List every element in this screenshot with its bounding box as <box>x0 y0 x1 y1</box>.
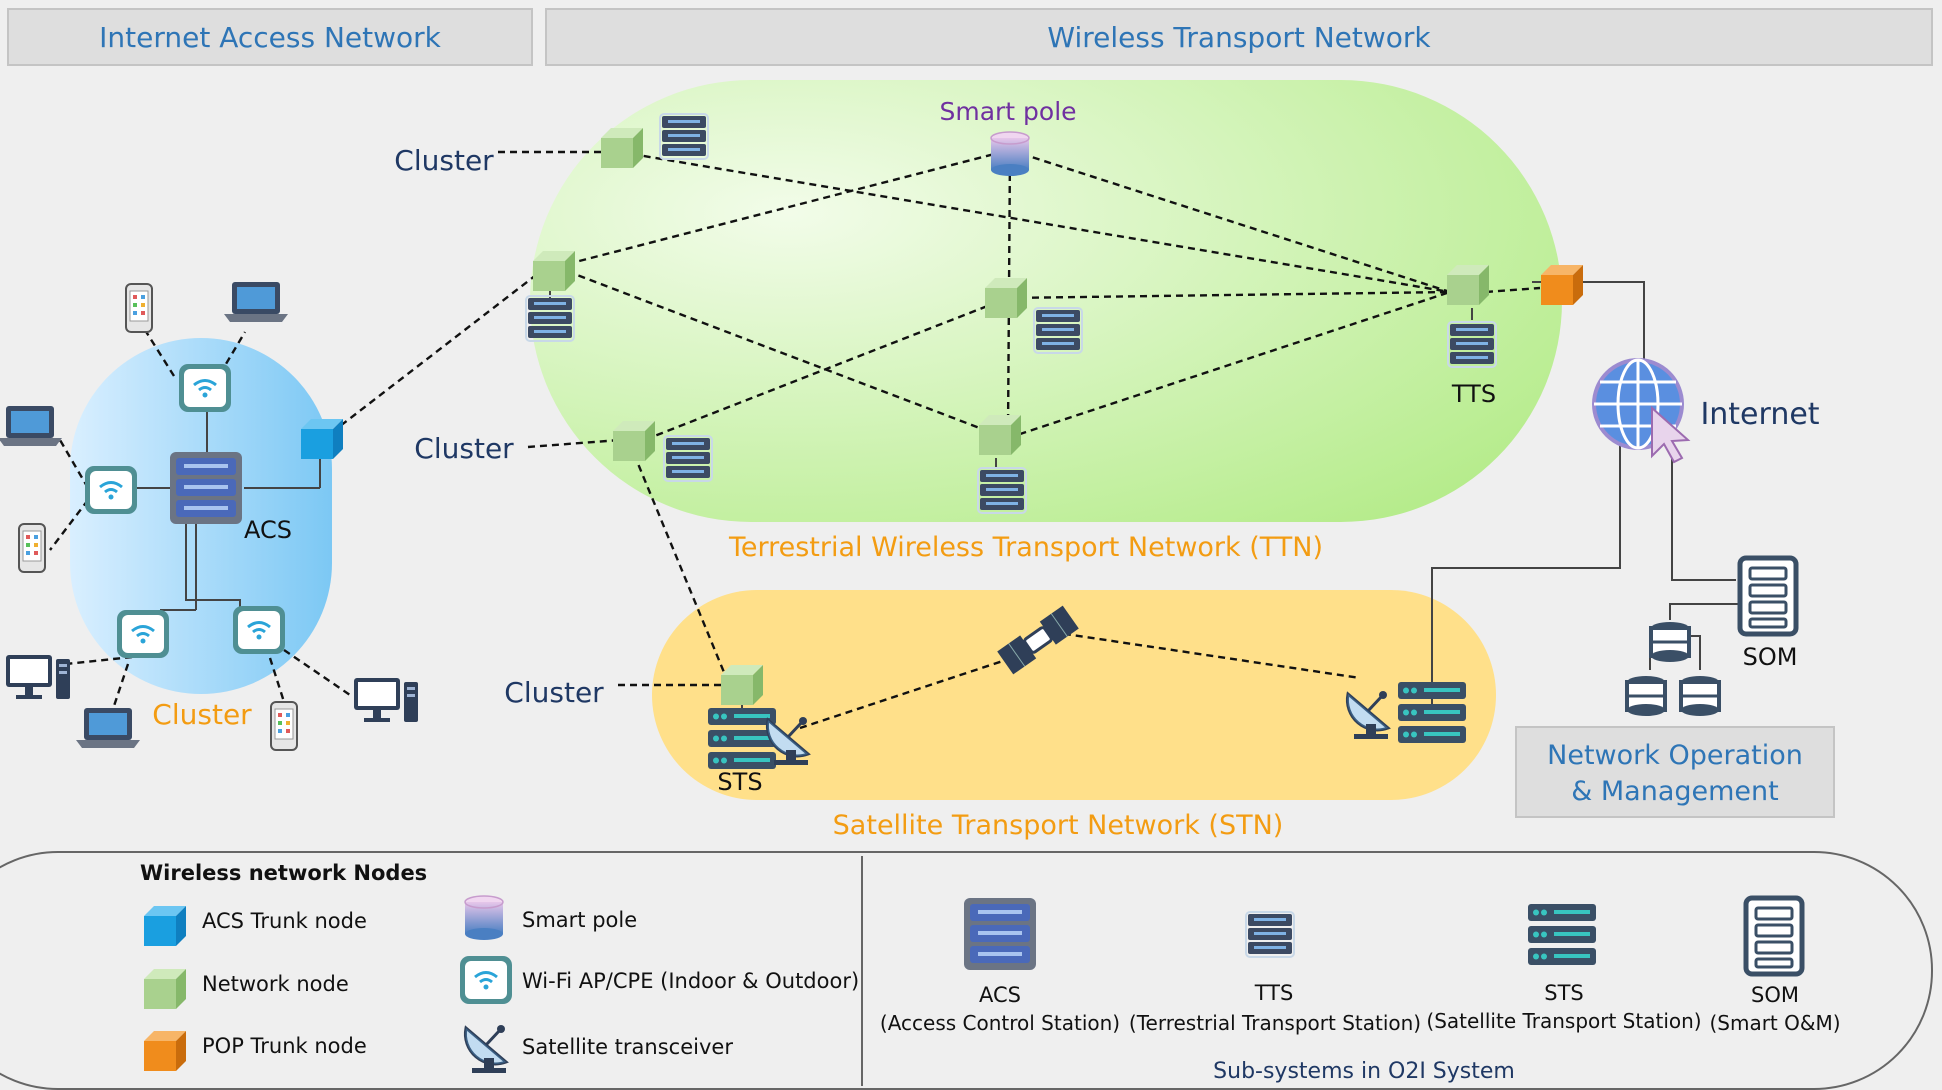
tts-server <box>1447 321 1497 368</box>
wifi-ap-bottom-left <box>115 608 171 660</box>
cluster-label-mid: Cluster <box>414 432 514 465</box>
legend-som-desc: (Smart O&M) <box>1709 1011 1840 1035</box>
legend-tts-name: TTS <box>1254 981 1294 1005</box>
som-server <box>1740 558 1796 634</box>
satellite-icon <box>997 605 1079 675</box>
subsystems-title: Sub-systems in O2I System <box>1213 1059 1515 1084</box>
internet-label: Internet <box>1700 397 1819 432</box>
ttn-label: Terrestrial Wireless Transport Network (… <box>728 532 1323 563</box>
legend-smart-pole-icon <box>464 895 504 941</box>
smart-pole-icon <box>990 131 1030 177</box>
legend-wifi-ap-label: Wi-Fi AP/CPE (Indoor & Outdoor) <box>522 969 859 993</box>
internet-access-header <box>7 8 533 66</box>
sts-label: STS <box>717 768 762 796</box>
desktop-icon <box>6 655 70 699</box>
network-node-left <box>533 251 575 291</box>
laptop-icon <box>76 708 140 748</box>
network-operation-management-box <box>1515 726 1835 818</box>
phone-icon <box>18 523 46 573</box>
legend-smart-pole-label: Smart pole <box>522 908 637 932</box>
internet-access-title: Internet Access Network <box>99 21 442 54</box>
desktop-icon <box>354 678 418 722</box>
legend-sts-icon <box>1528 904 1596 965</box>
cluster-label-access: Cluster <box>152 698 252 731</box>
legend-acs-icon <box>964 898 1036 970</box>
wifi-ap-top <box>177 362 233 414</box>
smart-pole-label: Smart pole <box>939 97 1076 126</box>
nom-title-line1: Network Operation <box>1547 740 1803 771</box>
cluster-label-top: Cluster <box>394 144 494 177</box>
legend-acs-trunk-icon <box>144 906 186 946</box>
database-cluster-icon <box>1625 622 1721 716</box>
nom-title-line2: & Management <box>1571 776 1779 807</box>
laptop-icon <box>224 282 288 322</box>
cluster-label-satellite: Cluster <box>504 676 604 709</box>
stn-label: Satellite Transport Network (STN) <box>833 810 1284 841</box>
sts-server-right <box>1398 682 1466 743</box>
legend-som-icon <box>1746 898 1802 974</box>
legend-som-name: SOM <box>1751 983 1799 1007</box>
legend-tts-desc: (Terrestrial Transport Station) <box>1129 1011 1421 1035</box>
tts-server-cluster-mid <box>663 435 713 482</box>
som-label: SOM <box>1743 643 1798 671</box>
wireless-transport-header <box>545 8 1933 66</box>
legend-pop-trunk-icon <box>144 1031 186 1071</box>
tts-server-center <box>1033 307 1083 354</box>
ttn-region <box>530 80 1562 522</box>
phone-icon <box>125 283 153 333</box>
legend-sts-desc: (Satellite Transport Station) <box>1426 1009 1701 1033</box>
stn-region <box>652 590 1496 800</box>
pop-trunk-node <box>1541 265 1583 305</box>
legend-acs-name: ACS <box>979 983 1021 1007</box>
tts-server-cluster-top <box>659 113 709 160</box>
legend-wifi-ap-icon <box>458 954 514 1006</box>
tts-server-bottom <box>977 467 1027 514</box>
wireless-transport-title: Wireless Transport Network <box>1047 21 1431 54</box>
acs-label: ACS <box>244 516 292 544</box>
network-node-cluster-top <box>601 128 643 168</box>
internet-globe-icon[interactable] <box>1592 358 1691 464</box>
network-node-center <box>985 278 1027 318</box>
legend-satellite-label: Satellite transceiver <box>522 1035 733 1059</box>
network-node-sts <box>721 665 763 705</box>
wifi-ap-bottom-right <box>231 604 287 656</box>
legend-sts-name: STS <box>1544 981 1584 1005</box>
acs-server <box>170 452 242 524</box>
dashed-links <box>49 148 1541 730</box>
network-node-bottom <box>979 415 1021 455</box>
tts-label: TTS <box>1451 380 1496 408</box>
sts-server <box>708 708 776 769</box>
legend-network-node-label: Network node <box>202 972 349 996</box>
wifi-ap-left <box>83 464 139 516</box>
tts-server-left <box>525 295 575 342</box>
legend-tts-icon <box>1245 911 1295 958</box>
legend-network-node-icon <box>144 969 186 1009</box>
legend-pop-trunk-label: POP Trunk node <box>202 1034 367 1058</box>
legend-acs-desc: (Access Control Station) <box>880 1011 1120 1035</box>
laptop-icon <box>0 406 62 446</box>
network-node-cluster-mid <box>613 421 655 461</box>
network-node-tts <box>1447 265 1489 305</box>
legend-title: Wireless network Nodes <box>140 861 427 885</box>
phone-icon <box>270 701 298 751</box>
acs-trunk-node <box>301 419 343 459</box>
legend-acs-trunk-label: ACS Trunk node <box>202 909 367 933</box>
